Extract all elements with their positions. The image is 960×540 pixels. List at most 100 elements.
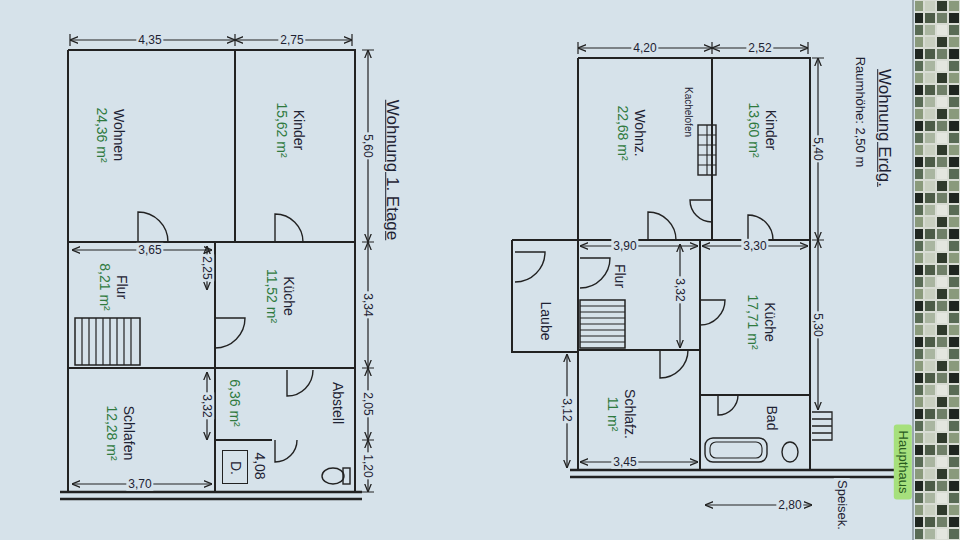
dimension-label: 5,60 <box>361 132 375 159</box>
dimension-label: 4,35 <box>136 33 163 47</box>
outer-wall <box>60 492 362 499</box>
room-text-frame: Bad <box>758 402 786 434</box>
dimension-label: 3,32 <box>200 392 214 419</box>
room: Laube <box>522 298 570 344</box>
dimension-label: 2,75 <box>278 33 305 47</box>
room-text-frame: Wohnen24,36 m² <box>80 70 140 200</box>
dimension-label: 3,65 <box>136 243 163 257</box>
room: Schlafz.11 m² <box>592 378 650 450</box>
room-area: 11,52 m² <box>263 269 280 323</box>
room-text-frame: Kinder13,60 m² <box>728 75 796 185</box>
room-area: 6,36 m² <box>226 379 243 426</box>
room-name: Flur <box>113 275 130 299</box>
room-area: 12,28 m² <box>102 405 119 460</box>
tile-mosaic <box>915 0 960 540</box>
dimension-label: 5,40 <box>811 135 825 162</box>
outer-wall <box>570 470 900 477</box>
room-area: 11 m² <box>604 397 621 432</box>
bathtub <box>705 438 767 462</box>
room-name: Schlafz. <box>621 389 638 439</box>
room-area: 13,60 m² <box>745 102 762 157</box>
dimension-label: 1,20 <box>361 452 375 479</box>
toilet-symbol <box>782 442 798 462</box>
highlighted-note: Haupthaus <box>894 425 912 500</box>
room-name: Küche <box>280 276 297 316</box>
room-text-frame: D. <box>223 451 249 485</box>
stove-grid <box>698 125 716 175</box>
room-area: 15,62 m² <box>273 102 290 157</box>
dimension-label: 3,45 <box>611 455 638 469</box>
room-text-frame: Kinder15,62 m² <box>255 70 325 190</box>
room-area: 8,21 m² <box>96 263 113 310</box>
dimension-label: 4,20 <box>631 41 658 55</box>
tiled-stove <box>698 125 716 175</box>
door-swing <box>138 212 313 462</box>
staircase <box>75 318 140 365</box>
room-name: Wohnen <box>110 109 127 161</box>
room: 4,08 D. <box>218 442 302 490</box>
room-name: D. <box>228 461 245 475</box>
room-text-frame: Schlafz.11 m² <box>592 378 650 450</box>
room-text-frame: Wohnz.22,68 m² <box>598 75 662 190</box>
dimension-label: 2,80 <box>776 498 803 512</box>
paper <box>0 0 913 540</box>
room: Flur <box>600 256 640 296</box>
room-text-frame: Abstell 6,36 m² <box>226 372 346 434</box>
dimension-label: 2,52 <box>746 41 773 55</box>
dimension-label: 3,32 <box>673 276 687 303</box>
wall <box>68 50 355 492</box>
room: Küche11,52 m² <box>245 252 315 340</box>
room-text-frame: Küche17,71 m² <box>728 262 794 382</box>
room-name: 4,08 <box>252 452 269 479</box>
dimension-label: 3,34 <box>361 291 375 318</box>
wall <box>512 58 810 470</box>
staircase <box>580 300 625 348</box>
stair-treads <box>580 306 625 342</box>
toilet-symbol <box>322 468 344 484</box>
room-text-frame: Schlafen12,28 m² <box>88 385 150 480</box>
room: Kinder15,62 m² <box>255 70 325 190</box>
room-text-frame: Laube <box>522 298 570 344</box>
dimension-label: 5,30 <box>811 311 825 338</box>
plan-heading: Wohnung Erdg. <box>874 67 894 189</box>
room: Küche17,71 m² <box>728 262 794 382</box>
room-name: Kinder <box>290 110 307 150</box>
dimension-label: 3,70 <box>126 477 153 491</box>
stair-treads <box>82 318 131 365</box>
toilet-cistern <box>343 468 350 484</box>
room-name: Flur <box>612 264 629 288</box>
room-name: Küche <box>761 302 778 342</box>
dimension-label: 2,05 <box>361 390 375 417</box>
room: Kinder13,60 m² <box>728 75 796 185</box>
room: Bad <box>758 402 786 434</box>
room: Wohnz.22,68 m² <box>598 75 662 190</box>
room: Abstell 6,36 m² <box>226 372 346 434</box>
note-label: Raumhöhe: 2,50 m <box>852 55 868 170</box>
room-name: Schlafen <box>119 405 136 459</box>
note-label: Speisek. <box>834 478 850 532</box>
dimension-label: 3,90 <box>611 239 638 253</box>
dimension-tick <box>70 34 352 46</box>
room-text-frame: Küche11,52 m² <box>245 252 315 340</box>
room: Schlafen12,28 m² <box>88 385 150 480</box>
paper-edge <box>912 0 914 540</box>
room-name: Abstell <box>329 382 346 424</box>
room: Flur8,21 m² <box>88 258 138 316</box>
room-area: 17,71 m² <box>744 294 761 349</box>
dimension-label: 3,30 <box>741 239 768 253</box>
room-name: Kinder <box>762 110 779 150</box>
room-name: Laube <box>538 302 555 341</box>
dimension-line <box>580 461 698 462</box>
plan-heading: Wohnung 1. Etage <box>382 98 402 243</box>
dimension-label: 3,12 <box>560 396 574 423</box>
room-text-frame: Flur <box>600 256 640 296</box>
bathtub-inner <box>710 442 762 458</box>
steps <box>812 412 832 440</box>
room-text-frame: Flur8,21 m² <box>88 258 138 316</box>
room-area: 22,68 m² <box>613 105 630 160</box>
room-area: 24,36 m² <box>93 107 110 162</box>
room: Wohnen24,36 m² <box>80 70 140 200</box>
